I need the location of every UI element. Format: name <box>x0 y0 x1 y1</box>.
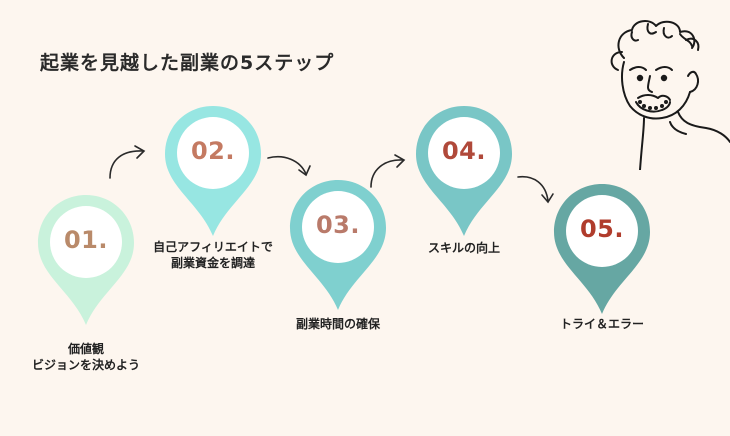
step-4-pin: 04. <box>414 104 514 238</box>
step-1-label-line-1: 価値観 <box>67 342 104 356</box>
step-4-label-line-1: スキルの向上 <box>427 241 500 255</box>
man-face-illustration <box>610 20 730 170</box>
step-4-label: スキルの向上 <box>404 240 524 256</box>
map-pin-icon <box>290 180 386 310</box>
step-5-label: トライ＆エラー <box>542 316 662 332</box>
step-3-label: 副業時間の確保 <box>278 316 398 332</box>
map-pin-icon <box>554 184 650 314</box>
arrow-curved-icon <box>517 175 554 204</box>
step-3-pin: 03. <box>288 178 388 312</box>
step-5-number: 05. <box>579 215 624 243</box>
step-1-pin: 01. <box>36 193 136 327</box>
step-5-pin: 05. <box>552 182 652 316</box>
map-pin-icon <box>38 195 134 325</box>
step-2-label: 自己アフィリエイトで 副業資金を調達 <box>138 239 288 271</box>
arrow-curved-icon <box>267 156 311 177</box>
step-1-number: 01. <box>63 226 108 254</box>
page-title: 起業を見越した副業の5ステップ <box>40 52 335 74</box>
step-2-number: 02. <box>190 137 235 165</box>
step-2-label-line-2: 副業資金を調達 <box>170 256 255 270</box>
step-1-label: 価値観 ビジョンを決めよう <box>26 341 146 373</box>
map-pin-icon <box>165 106 261 236</box>
step-3-label-line-1: 副業時間の確保 <box>295 317 380 331</box>
step-1-label-line-2: ビジョンを決めよう <box>31 358 140 372</box>
step-5-label-line-1: トライ＆エラー <box>559 317 644 331</box>
step-3-number: 03. <box>315 211 360 239</box>
step-2-label-line-1: 自己アフィリエイトで <box>153 240 273 254</box>
arrow-curved-icon <box>109 145 146 179</box>
map-pin-icon <box>416 106 512 236</box>
step-4-number: 04. <box>441 137 486 165</box>
step-2-pin: 02. <box>163 104 263 238</box>
